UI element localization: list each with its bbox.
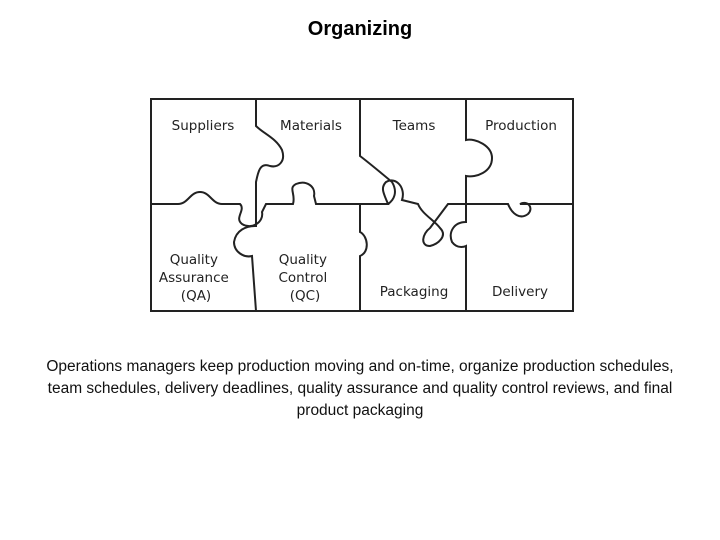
piece-label-line: Control [278, 270, 327, 286]
slide-title: Organizing [307, 18, 413, 40]
piece-label-line: Packaging [380, 284, 449, 300]
piece-label-packaging: Packaging [380, 284, 449, 300]
piece-label-line: (QA) [181, 288, 211, 304]
puzzle-seam-2 [359, 99, 396, 311]
puzzle-diagram: Suppliers Materials Teams Production Qua… [148, 96, 576, 316]
piece-label-production: Production [485, 118, 557, 134]
piece-label-suppliers: Suppliers [172, 118, 235, 134]
puzzle-svg: Suppliers Materials Teams Production Qua… [150, 98, 574, 312]
piece-label-line: Quality [279, 252, 327, 268]
piece-label-delivery: Delivery [492, 284, 548, 300]
piece-label-line: Quality [170, 252, 218, 268]
slide-caption: Operations managers keep production movi… [46, 358, 674, 419]
piece-label-quality-assurance: Quality Assurance (QA) [159, 252, 233, 304]
piece-label-line: Materials [280, 118, 342, 134]
piece-label-line: Delivery [492, 284, 548, 300]
piece-label-materials: Materials [280, 118, 342, 134]
piece-label-line: Production [485, 118, 557, 134]
puzzle-seam-horizontal [151, 179, 573, 248]
piece-label-line: Teams [392, 118, 436, 134]
piece-label-line: (QC) [290, 288, 321, 304]
puzzle-seam-3 [449, 99, 494, 311]
piece-label-line: Assurance [159, 270, 229, 286]
puzzle-seam-1 [232, 99, 284, 312]
piece-label-teams: Teams [392, 118, 436, 134]
piece-label-quality-control: Quality Control (QC) [278, 252, 331, 304]
piece-label-line: Suppliers [172, 118, 235, 134]
